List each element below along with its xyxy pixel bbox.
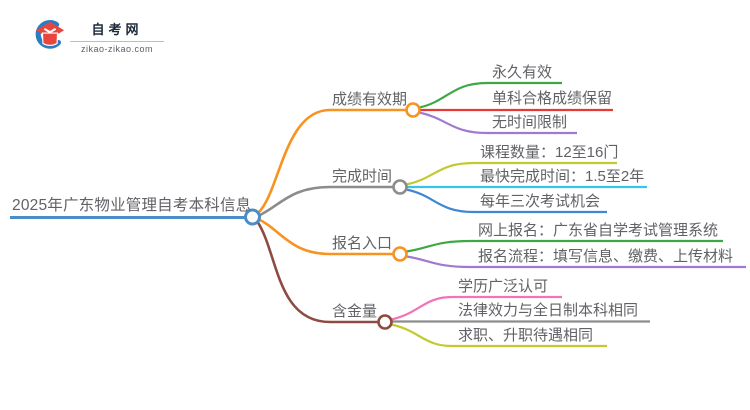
leaf-label-registration-process: 报名流程：填写信息、缴费、上传材料 — [478, 248, 734, 265]
branch-node-dot-value — [377, 314, 393, 330]
site-domain: zikao-zikao.com — [80, 44, 154, 54]
leaf-curve-no-time-limit — [419, 111, 577, 135]
logo-text-block: 自考网 zikao-zikao.com — [70, 19, 164, 54]
leaf-curve-course-count — [406, 161, 617, 186]
logo-cap-chevron — [43, 27, 57, 34]
leaf-curve-online-registration — [406, 239, 723, 253]
zikao-logo-icon — [35, 20, 65, 49]
logo-cap-base-shape — [41, 32, 59, 46]
leaf-label-fastest-completion: 最快完成时间：1.5至2年 — [480, 168, 645, 185]
leaf-label-course-count: 课程数量：12至16门 — [480, 144, 619, 161]
leaf-label-single-subject-kept: 单科合格成绩保留 — [492, 90, 613, 107]
site-name: 自考网 — [91, 22, 143, 37]
leaf-curve-exam-chances — [406, 188, 607, 214]
branch-curve-value — [255, 220, 379, 324]
leaf-curve-permanent-valid — [419, 81, 562, 109]
leaf-label-equal-treatment: 求职、升职待遇相同 — [458, 327, 594, 344]
logo-divider — [70, 41, 164, 42]
branch-node-dot-scores-validity — [405, 102, 421, 118]
leaf-label-exam-chances: 每年三次考试机会 — [480, 193, 601, 210]
leaf-label-permanent-valid: 永久有效 — [492, 64, 553, 81]
root-node-label: 2025年广东物业管理自考本科信息 — [12, 197, 252, 214]
branch-label-registration-entry: 报名入口 — [332, 235, 393, 252]
leaf-curve-widely-recognized — [391, 295, 562, 321]
leaf-curve-registration-process — [406, 255, 746, 269]
leaf-label-online-registration: 网上报名：广东省自学考试管理系统 — [478, 222, 719, 239]
site-logo[interactable]: 自考网 zikao-zikao.com — [34, 18, 164, 56]
branch-curve-registration-entry — [257, 217, 394, 256]
branch-curve-scores-validity — [257, 108, 407, 214]
leaf-curve-equal-treatment — [391, 323, 607, 348]
branch-node-dot-completion-time — [392, 179, 408, 195]
leaf-label-legal-effect: 法律效力与全日制本科相同 — [458, 302, 639, 319]
leaf-label-no-time-limit: 无时间限制 — [492, 114, 568, 131]
branch-label-value: 含金量 — [332, 303, 378, 320]
branch-node-dot-registration-entry — [392, 246, 408, 262]
branch-curve-completion-time — [257, 185, 394, 218]
leaf-label-widely-recognized: 学历广泛认可 — [458, 278, 549, 295]
branch-label-completion-time: 完成时间 — [332, 168, 393, 185]
root-node-dot — [244, 208, 261, 226]
branch-label-scores-validity: 成绩有效期 — [332, 91, 408, 108]
